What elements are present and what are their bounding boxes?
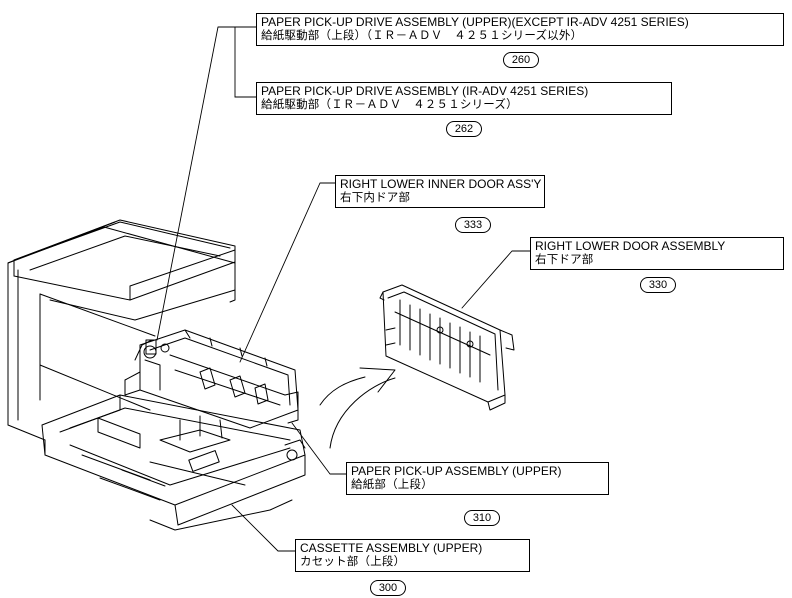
document-feeder-lid (13, 219, 236, 321)
callout-label-en: PAPER PICK-UP ASSEMBLY (UPPER) (351, 464, 562, 478)
callout-label-en: CASSETTE ASSEMBLY (UPPER) (300, 541, 483, 555)
leader-333 (239, 182, 336, 363)
callout-paper-pickup-upper: PAPER PICK-UP ASSEMBLY (UPPER) 給紙部（上段） (346, 462, 609, 495)
removal-arrow (319, 367, 396, 449)
leader-260 (156, 26, 257, 341)
callout-label-jp: カセット部（上段） (300, 556, 406, 568)
callout-label-jp: 給紙駆動部（ＩＲ－ＡＤＶ ４２５１シリーズ） (261, 99, 518, 111)
callout-label-jp: 給紙駆動部（上段）（ＩＲ－ＡＤＶ ４２５１シリーズ以外） (261, 30, 583, 42)
cassette-tray (41, 394, 306, 526)
ref-number-262: 262 (446, 121, 482, 137)
callout-cassette-upper: CASSETTE ASSEMBLY (UPPER) カセット部（上段） (295, 539, 530, 572)
pickup-mechanism (124, 329, 299, 429)
callout-label-en: PAPER PICK-UP DRIVE ASSEMBLY (IR-ADV 425… (261, 84, 589, 98)
leader-300 (231, 504, 296, 552)
ref-number-333: 333 (455, 217, 491, 233)
callout-label-jp: 右下ドア部 (535, 254, 594, 266)
leader-310 (291, 422, 347, 475)
copier-body (7, 221, 293, 531)
ref-number-260: 260 (503, 52, 539, 68)
ref-number-300: 300 (370, 580, 406, 596)
callout-paper-pickup-drive-upper: PAPER PICK-UP DRIVE ASSEMBLY (UPPER)(EXC… (256, 13, 784, 46)
callout-label-en: RIGHT LOWER INNER DOOR ASS'Y (340, 177, 542, 191)
ref-number-310: 310 (464, 510, 500, 526)
callout-label-jp: 給紙部（上段） (351, 479, 433, 491)
callout-label-jp: 右下内ドア部 (340, 192, 411, 204)
callout-right-lower-inner-door: RIGHT LOWER INNER DOOR ASS'Y 右下内ドア部 (335, 175, 545, 208)
callout-label-en: RIGHT LOWER DOOR ASSEMBLY (535, 239, 726, 253)
ref-number-330: 330 (640, 277, 676, 293)
leader-330 (461, 250, 531, 309)
callout-right-lower-door: RIGHT LOWER DOOR ASSEMBLY 右下ドア部 (530, 237, 784, 270)
right-lower-door-part (379, 284, 515, 411)
callout-label-en: PAPER PICK-UP DRIVE ASSEMBLY (UPPER)(EXC… (261, 15, 689, 29)
callout-paper-pickup-drive-4251: PAPER PICK-UP DRIVE ASSEMBLY (IR-ADV 425… (256, 82, 672, 115)
